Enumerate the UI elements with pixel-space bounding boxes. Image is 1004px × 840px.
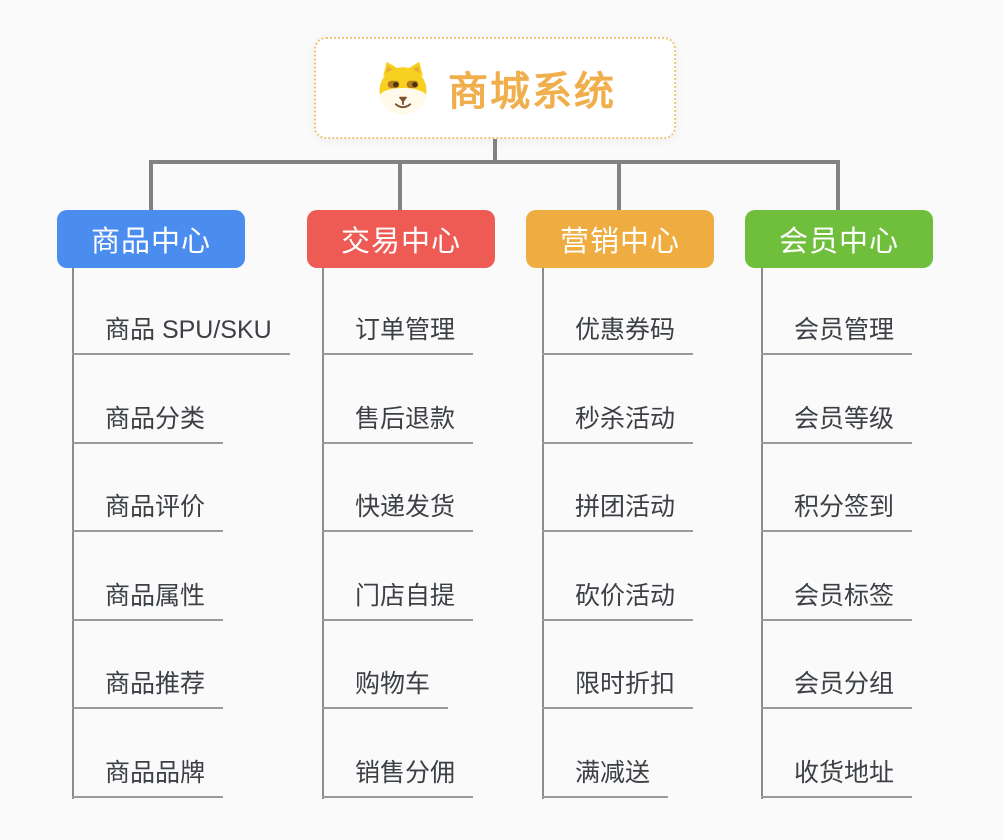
leaf-node[interactable]: 砍价活动 bbox=[542, 578, 694, 621]
branch-spine bbox=[322, 268, 324, 799]
connector-root-stem bbox=[493, 139, 497, 163]
leaf-node[interactable]: 购物车 bbox=[322, 666, 449, 709]
leaf-node[interactable]: 秒杀活动 bbox=[542, 401, 694, 444]
connector-horizontal-bar bbox=[149, 160, 840, 164]
leaf-node[interactable]: 订单管理 bbox=[322, 312, 474, 355]
leaf-node[interactable]: 商品属性 bbox=[72, 578, 224, 621]
connector-drop-marketing bbox=[617, 162, 621, 210]
leaf-node[interactable]: 门店自提 bbox=[322, 578, 474, 621]
connector-drop-members bbox=[836, 162, 840, 210]
connector-drop-products bbox=[149, 162, 153, 210]
leaf-node[interactable]: 会员管理 bbox=[761, 312, 913, 355]
shiba-dog-icon bbox=[379, 61, 427, 115]
connector-drop-trade bbox=[398, 162, 402, 210]
leaf-node[interactable]: 会员等级 bbox=[761, 401, 913, 444]
branch-node-product-center[interactable]: 商品中心 bbox=[57, 210, 245, 268]
branch-column-product-center: 商品 SPU/SKU 商品分类 商品评价 商品属性 商品推荐 商品品牌 bbox=[72, 268, 302, 800]
branch-spine bbox=[761, 268, 763, 799]
branch-column-trade-center: 订单管理 售后退款 快递发货 门店自提 购物车 销售分佣 bbox=[322, 268, 552, 800]
leaf-node[interactable]: 销售分佣 bbox=[322, 755, 474, 798]
branch-spine bbox=[542, 268, 544, 799]
leaf-node[interactable]: 商品评价 bbox=[72, 489, 224, 532]
leaf-node[interactable]: 积分签到 bbox=[761, 489, 913, 532]
leaf-node[interactable]: 售后退款 bbox=[322, 401, 474, 444]
leaf-node[interactable]: 收货地址 bbox=[761, 755, 913, 798]
leaf-node[interactable]: 商品分类 bbox=[72, 401, 224, 444]
leaf-node[interactable]: 会员分组 bbox=[761, 666, 913, 709]
root-title: 商城系统 bbox=[448, 70, 616, 114]
leaf-node[interactable]: 限时折扣 bbox=[542, 666, 694, 709]
branch-column-member-center: 会员管理 会员等级 积分签到 会员标签 会员分组 收货地址 bbox=[761, 268, 991, 800]
leaf-node[interactable]: 拼团活动 bbox=[542, 489, 694, 532]
branch-node-member-center[interactable]: 会员中心 bbox=[745, 210, 933, 268]
branch-node-marketing-center[interactable]: 营销中心 bbox=[526, 210, 714, 268]
leaf-node[interactable]: 商品推荐 bbox=[72, 666, 224, 709]
leaf-node[interactable]: 优惠券码 bbox=[542, 312, 694, 355]
leaf-node[interactable]: 快递发货 bbox=[322, 489, 474, 532]
leaf-node[interactable]: 会员标签 bbox=[761, 578, 913, 621]
leaf-node[interactable]: 满减送 bbox=[542, 755, 669, 798]
branch-node-trade-center[interactable]: 交易中心 bbox=[307, 210, 495, 268]
branch-spine bbox=[72, 268, 74, 799]
branch-column-marketing-center: 优惠券码 秒杀活动 拼团活动 砍价活动 限时折扣 满减送 bbox=[542, 268, 772, 800]
leaf-node[interactable]: 商品品牌 bbox=[72, 755, 224, 798]
root-node[interactable]: 商城系统 bbox=[314, 37, 676, 139]
leaf-node[interactable]: 商品 SPU/SKU bbox=[72, 312, 290, 355]
